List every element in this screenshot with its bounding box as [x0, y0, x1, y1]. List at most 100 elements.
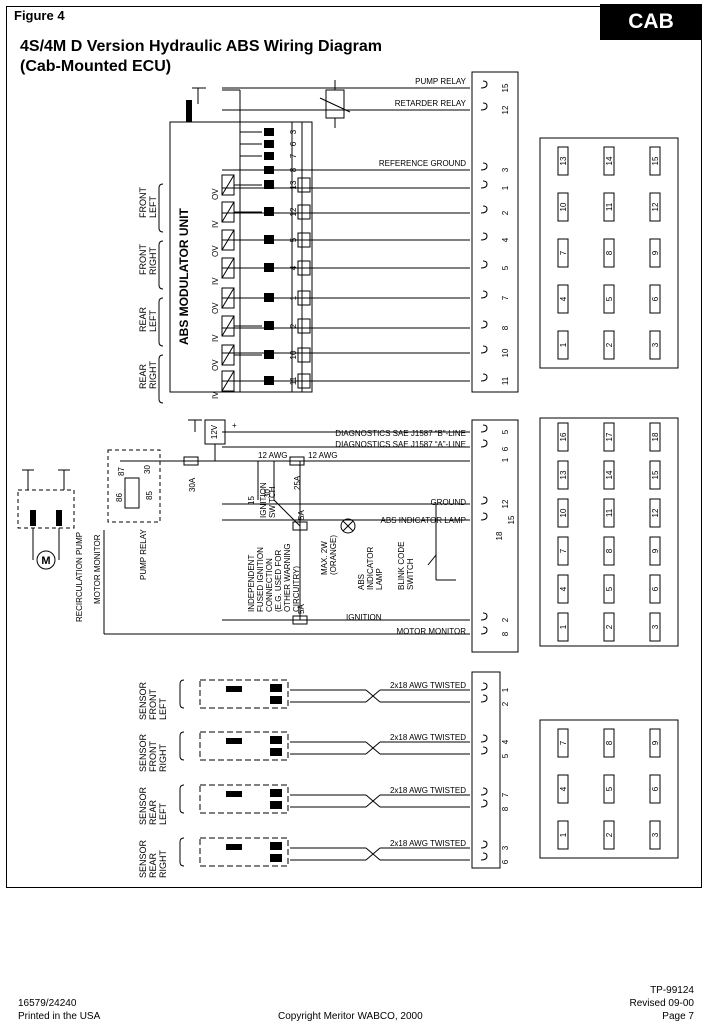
sensor-label: SENSOR	[138, 839, 148, 878]
connector-3-pin	[480, 734, 488, 743]
solenoid-diagonal	[221, 370, 235, 392]
wheel-group-label: REAR	[138, 306, 148, 332]
connector-1-grid-cell	[603, 238, 615, 268]
connector-2-pin-number: 8	[501, 631, 510, 636]
connector-1-grid-cell	[557, 146, 569, 176]
connector-3-grid-number: 1	[559, 832, 568, 837]
connector-3-grid-number: 6	[651, 786, 660, 791]
modulator-terminal	[264, 263, 274, 272]
sensor-plug	[226, 686, 242, 692]
sensor-label: LEFT	[158, 697, 168, 720]
connector-2-pin-number: 12	[501, 499, 510, 508]
connector-3-pin-number: 7	[501, 792, 510, 797]
battery-label: 12V	[210, 424, 219, 439]
connector-3-pin	[480, 787, 488, 796]
solenoid-diagonal	[221, 174, 235, 196]
modulator-pin-number: 11	[289, 376, 298, 385]
abs-indicator-lamp-wire-label: ABS INDICATOR LAMP	[381, 516, 467, 525]
connector-3-pin-number: 8	[501, 806, 510, 811]
connector-2-grid-outline	[539, 417, 679, 647]
valve-label-iv: IV	[211, 334, 220, 342]
connector-1-pin	[480, 345, 488, 354]
fuse-5a-bottom-label: 5A	[297, 604, 306, 614]
ground-terminal	[264, 128, 274, 136]
twisted-pair-label: 2x18 AWG TWISTED	[390, 733, 466, 742]
wheel-group-label: REAR	[138, 363, 148, 389]
diagram-title: 4S/4M D Version Hydraulic ABS Wiring Dia…	[20, 37, 382, 77]
connector-2-grid-cell	[649, 612, 661, 642]
wheel-group-label: RIGHT	[148, 361, 158, 390]
diagram-frame	[6, 6, 702, 888]
connector-1-pin-number: 4	[501, 237, 510, 242]
title-line-2: (Cab-Mounted ECU)	[20, 58, 172, 75]
modulator-pin-box	[297, 347, 311, 363]
connector-2-grid-cell	[603, 574, 615, 604]
group-bracket	[158, 297, 164, 347]
sensor-terminal	[270, 842, 282, 850]
independent-fused-ignition-label: OTHER WARNING	[283, 543, 292, 612]
connector-2-grid-cell	[603, 612, 615, 642]
connector-1-pin	[480, 102, 488, 111]
connector-1-grid-number: 10	[559, 202, 568, 211]
ground-terminal	[264, 140, 274, 148]
connector-3-pin-number: 5	[501, 753, 510, 758]
modulator-terminal	[264, 207, 274, 216]
pump-relay-box	[107, 449, 161, 523]
connector-3-pin	[480, 840, 488, 849]
wheel-group-label: FRONT	[138, 244, 148, 275]
connector-2-grid-number: 5	[605, 586, 614, 591]
connector-2-grid-cell	[603, 422, 615, 452]
connector-2-grid-number: 2	[605, 624, 614, 629]
sensor-terminal	[270, 789, 282, 797]
solenoid-diagonal	[221, 315, 235, 337]
ground-wire-label: GROUND	[430, 498, 466, 507]
blink-code-switch-label: SWITCH	[406, 558, 415, 590]
connector-2-grid-cell	[557, 422, 569, 452]
connector-2-grid-cell	[557, 498, 569, 528]
connector-2-grid-number: 8	[605, 548, 614, 553]
modulator-pin-number: 13	[289, 180, 298, 189]
connector-2-grid-cell	[557, 536, 569, 566]
awg-label-right: 12 AWG	[308, 451, 338, 460]
connector-1-grid-cell	[649, 192, 661, 222]
footer-page: Page 7	[662, 1011, 694, 1022]
connector-3-grid-cell	[603, 774, 615, 804]
valve-label-iv: IV	[211, 277, 220, 285]
connector-3-housing	[471, 671, 501, 869]
modulator-pin-box	[297, 260, 311, 276]
connector-1-pin-number: 11	[501, 376, 510, 385]
sensor-terminal	[270, 854, 282, 862]
sensor-label: SENSOR	[138, 786, 148, 825]
connector-2-grid-number: 17	[605, 432, 614, 441]
connector-1-grid-number: 9	[651, 250, 660, 255]
modulator-top-pin-number: 6	[289, 141, 298, 146]
connector-1-grid-number: 6	[651, 296, 660, 301]
connector-3-pin	[480, 852, 488, 861]
modulator-pin-box	[297, 318, 311, 334]
connector-2-pin	[480, 512, 488, 521]
connector-1-pin-number: 12	[501, 105, 510, 114]
fuse-25a	[289, 456, 305, 466]
fuse-25a-label: 25A	[293, 475, 302, 490]
connector-2-grid-number: 9	[651, 548, 660, 553]
twisted-pair-label: 2x18 AWG TWISTED	[390, 681, 466, 690]
connector-2-grid-cell	[603, 460, 615, 490]
awg-label-left: 12 AWG	[258, 451, 288, 460]
connector-3-pin-number: 6	[501, 859, 510, 864]
connector-1-grid-cell	[557, 192, 569, 222]
connector-1-pin	[480, 232, 488, 241]
ignition-switch-pin-30: 30	[263, 489, 272, 498]
valve-label-ov: OV	[211, 188, 220, 200]
sensor-terminal	[270, 748, 282, 756]
blink-code-switch-label: BLINK CODE	[397, 542, 406, 590]
ignition-wire-label: IGNITION	[346, 613, 382, 622]
modulator-pin-number: 2	[289, 323, 298, 328]
abs-indicator-lamp-label: INDICATOR	[366, 547, 375, 590]
motor-monitor-label: MOTOR MONITOR	[93, 534, 102, 604]
connector-1-pin	[480, 320, 488, 329]
modulator-pin-number: 12	[289, 207, 298, 216]
connector-1-grid-number: 8	[605, 250, 614, 255]
modulator-top-pin-number: 3	[289, 129, 298, 134]
fuse-5a-bottom	[292, 615, 308, 625]
